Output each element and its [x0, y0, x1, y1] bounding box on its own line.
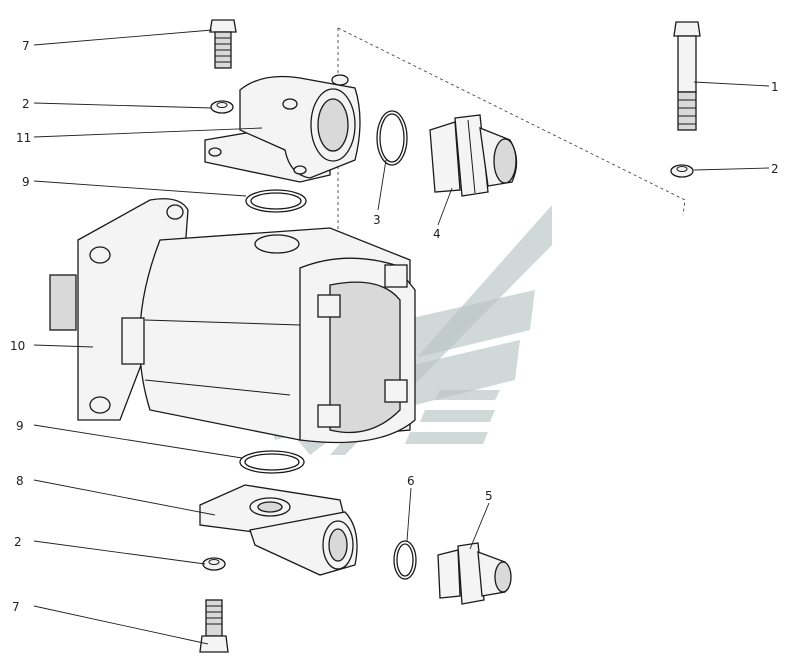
- flange-top: [204, 74, 361, 183]
- callout-labels: 7 2 11 9 10 9 8 2 7 3 4 1 2 6 5: [10, 39, 779, 614]
- flange-bottom: [199, 484, 358, 576]
- pump-body: [49, 198, 416, 444]
- alignment-dashed-line: [337, 27, 686, 240]
- callout-1: 1: [771, 80, 779, 94]
- washer-bottom: [202, 557, 226, 571]
- oring-top: [245, 189, 307, 213]
- washer-top: [210, 100, 234, 114]
- oring-6: [393, 540, 417, 580]
- bolt-bottom: [199, 599, 229, 653]
- bolt-long: [673, 21, 701, 131]
- callout-5: 5: [485, 489, 493, 503]
- callout-6: 6: [407, 474, 415, 488]
- callout-2-bottom: 2: [14, 535, 22, 549]
- bolt-top: [209, 19, 237, 69]
- washer-right: [670, 164, 694, 178]
- callout-3: 3: [373, 213, 381, 227]
- callout-4: 4: [433, 227, 441, 241]
- fitting-4: [429, 114, 518, 197]
- fitting-5: [437, 542, 512, 605]
- callout-10: 10: [10, 339, 25, 353]
- leader-lines: [33, 29, 770, 645]
- callout-11: 11: [16, 131, 31, 145]
- oring-3: [376, 110, 408, 166]
- callout-8: 8: [16, 474, 24, 488]
- oring-lower: [239, 450, 305, 474]
- callout-2-top: 2: [22, 97, 30, 111]
- callout-9-lower: 9: [16, 419, 24, 433]
- callout-7-bottom: 7: [12, 600, 20, 614]
- callout-9-top: 9: [22, 175, 30, 189]
- callout-2-right: 2: [771, 162, 779, 176]
- callout-7-top: 7: [22, 39, 30, 53]
